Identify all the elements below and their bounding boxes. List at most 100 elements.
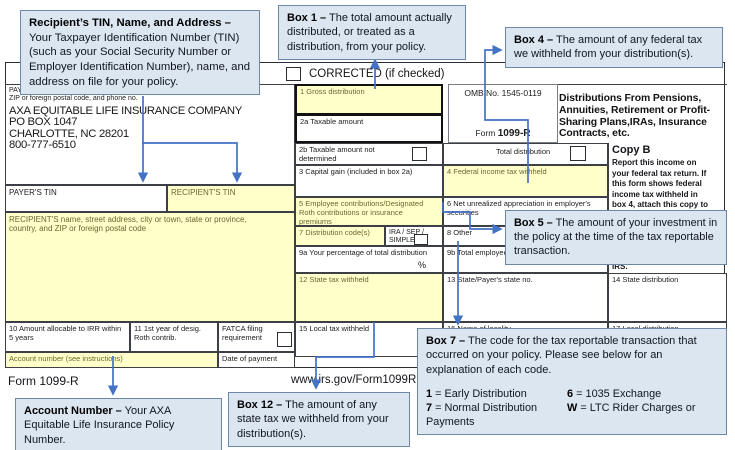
callout-box1-lead: Box 1 –: [287, 12, 327, 24]
callout-account-body: Your AXA Equitable Life Insurance Policy…: [24, 405, 175, 446]
date-of-payment-label: Date of payment: [222, 354, 278, 363]
box12-cell: 12 State tax withheld: [295, 273, 443, 322]
box4-label: 4 Federal income tax withheld: [447, 167, 547, 176]
box2b-checkbox[interactable]: [412, 147, 427, 161]
code-7: 7: [426, 402, 433, 415]
code-item: 1 = Early Distribution: [426, 387, 564, 401]
box9a-label: 9a Your percentage of total distribution: [299, 248, 428, 257]
box13-label: 13 State/Payer's state no.: [447, 275, 533, 284]
callout-box12-body: The amount of any state tax we withheld …: [237, 399, 389, 440]
code-1: 1: [426, 387, 433, 400]
box5-cell: 5 Employee contributions/Designated Roth…: [295, 197, 443, 226]
total-distribution-cell: Total distribution: [443, 143, 608, 165]
payer-address-line: PO BOX 1047: [9, 116, 78, 129]
box15-label: 15 Local tax withheld: [299, 324, 370, 333]
percent-sign: %: [418, 260, 427, 270]
callout-box7: Box 7 – The code for the tax reportable …: [417, 328, 727, 436]
box7-cell: 7 Distribution code(s): [295, 226, 385, 246]
corrected-label: CORRECTED (if checked): [309, 68, 445, 80]
recipient-name-cell: RECIPIENT'S name, street address, city o…: [5, 212, 295, 322]
callout-account-lead: Account Number –: [24, 405, 122, 417]
callout-box5-lead: Box 5 –: [514, 217, 553, 229]
account-number-label: Account number (see instructions): [9, 354, 123, 363]
omb-label: OMB No. 1545-0119: [464, 88, 542, 98]
box9b-label: 9b Total employee contributions: [447, 248, 553, 257]
box14-cell: 14 State distribution: [608, 273, 727, 322]
box14-label: 14 State distribution: [612, 275, 679, 284]
box9a-cell: 9a Your percentage of total distribution…: [295, 246, 443, 273]
footer-url: www.irs.gov/Form1099R: [291, 374, 417, 386]
callout-box7-body: The code for the tax reportable transact…: [426, 335, 697, 376]
fatca-checkbox[interactable]: [277, 332, 292, 347]
callout-box5: Box 5 – The amount of your investment in…: [505, 210, 727, 265]
callout-box4-lead: Box 4 –: [514, 34, 554, 46]
callout-box7-text: Box 7 – The code for the tax reportable …: [426, 334, 718, 377]
callout-box12-lead: Box 12 –: [237, 399, 283, 411]
box2a-cell: 2a Taxable amount: [295, 114, 443, 143]
fatca-cell: FATCA filing requirement: [218, 322, 295, 352]
fatca-label: FATCA filing requirement: [222, 324, 263, 342]
omb-cell: OMB No. 1545-0119 Form 1099-R: [448, 84, 558, 143]
form-number-line: Form 1099-R: [449, 128, 557, 140]
box11-cell: 11 1st year of desig. Roth contrib.: [130, 322, 218, 352]
code-w-meaning: = LTC Rider Charges or Payments: [426, 402, 696, 429]
box5-label: 5 Employee contributions/Designated Roth…: [299, 199, 424, 226]
callout-recipient-tin-body: Your Taxpayer Identification Number (TIN…: [29, 31, 251, 88]
top-grid-line: [558, 84, 727, 85]
code-6-meaning: = 1035 Exchange: [576, 387, 662, 400]
callout-box1: Box 1 – The total amount actually distri…: [278, 5, 466, 60]
box3-cell: 3 Capital gain (included in box 2a): [295, 165, 443, 197]
copyb-divider: [608, 143, 609, 273]
total-distribution-label: Total distribution: [496, 147, 551, 156]
callout-box4: Box 4 – The amount of any federal tax we…: [505, 27, 723, 68]
box10-cell: 10 Amount allocable to IRR within 5 year…: [5, 322, 130, 352]
box3-label: 3 Capital gain (included in box 2a): [299, 167, 413, 176]
code-row: 7 = Normal Distribution W = LTC Rider Ch…: [426, 401, 718, 429]
box1-label: 1 Gross distribution: [300, 87, 365, 96]
simple-label: SIMPLE: [389, 237, 415, 245]
box13-cell: 13 State/Payer's state no.: [443, 273, 608, 322]
code-7-meaning: = Normal Distribution: [435, 402, 538, 415]
copyb-title: Copy B: [612, 144, 651, 156]
callout-box7-lead: Box 7 –: [426, 335, 466, 347]
box8-label: 8 Other: [447, 228, 473, 237]
recipients-tin-cell: RECIPIENT'S TIN: [167, 185, 295, 212]
callout-box4-body: The amount of any federal tax we withhel…: [514, 34, 703, 61]
footer-form-number: Form 1099-R: [8, 374, 79, 388]
account-number-cell: Account number (see instructions): [5, 352, 218, 368]
code-w: W: [567, 402, 578, 415]
code-6: 6: [567, 387, 574, 400]
box2b-cell: 2b Taxable amount not determined: [295, 143, 443, 165]
form-word: Form: [475, 128, 496, 139]
box11-label: 11 1st year of desig. Roth contrib.: [134, 324, 201, 342]
callout-account: Account Number – Your AXA Equitable Life…: [15, 398, 222, 450]
box1-cell: 1 Gross distribution: [295, 84, 443, 115]
ira-sep-simple-cell: IRA / SEP / SIMPLE: [385, 226, 443, 246]
code-item: W = LTC Rider Charges or Payments: [426, 402, 695, 428]
callout-recipient-tin: Recipient’s TIN, Name, and Address – You…: [20, 10, 260, 96]
date-of-payment-cell: Date of payment: [218, 352, 295, 368]
callout-box1-body: The total amount actually distributed, o…: [287, 12, 452, 53]
corrected-checkbox[interactable]: [286, 67, 301, 81]
callout-recipient-tin-lead: Recipient’s TIN, Name, and Address –: [29, 17, 231, 29]
box2a-label: 2a Taxable amount: [300, 117, 364, 126]
code-1-meaning: = Early Distribution: [435, 387, 527, 400]
code-row: 1 = Early Distribution 6 = 1035 Exchange: [426, 387, 718, 401]
total-distribution-checkbox[interactable]: [570, 146, 586, 161]
callout-box7-codes: 1 = Early Distribution 6 = 1035 Exchange…: [426, 387, 718, 430]
code-item: 6 = 1035 Exchange: [567, 388, 661, 400]
payer-phone: 800-777-6510: [9, 139, 76, 152]
box2b-label: 2b Taxable amount not determined: [299, 145, 375, 163]
ira-sep-label: IRA / SEP /: [389, 229, 424, 236]
payers-tin-label: PAYER'S TIN: [9, 188, 57, 197]
callout-box5-body: The amount of your investment in the pol…: [514, 217, 718, 258]
box10-label: 10 Amount allocable to IRR within 5 year…: [9, 324, 122, 342]
box12-label: 12 State tax withheld: [299, 275, 369, 284]
form-title: Distributions From Pensions, Annuities, …: [559, 93, 710, 140]
payer-name: AXA EQUITABLE LIFE INSURANCE COMPANY: [9, 104, 242, 117]
box4-cell: 4 Federal income tax withheld: [443, 165, 608, 197]
form-number: 1099-R: [497, 128, 531, 140]
ira-sep-simple-checkbox[interactable]: [414, 234, 428, 245]
payer-address-line: CHARLOTTE, NC 28201: [9, 127, 129, 140]
